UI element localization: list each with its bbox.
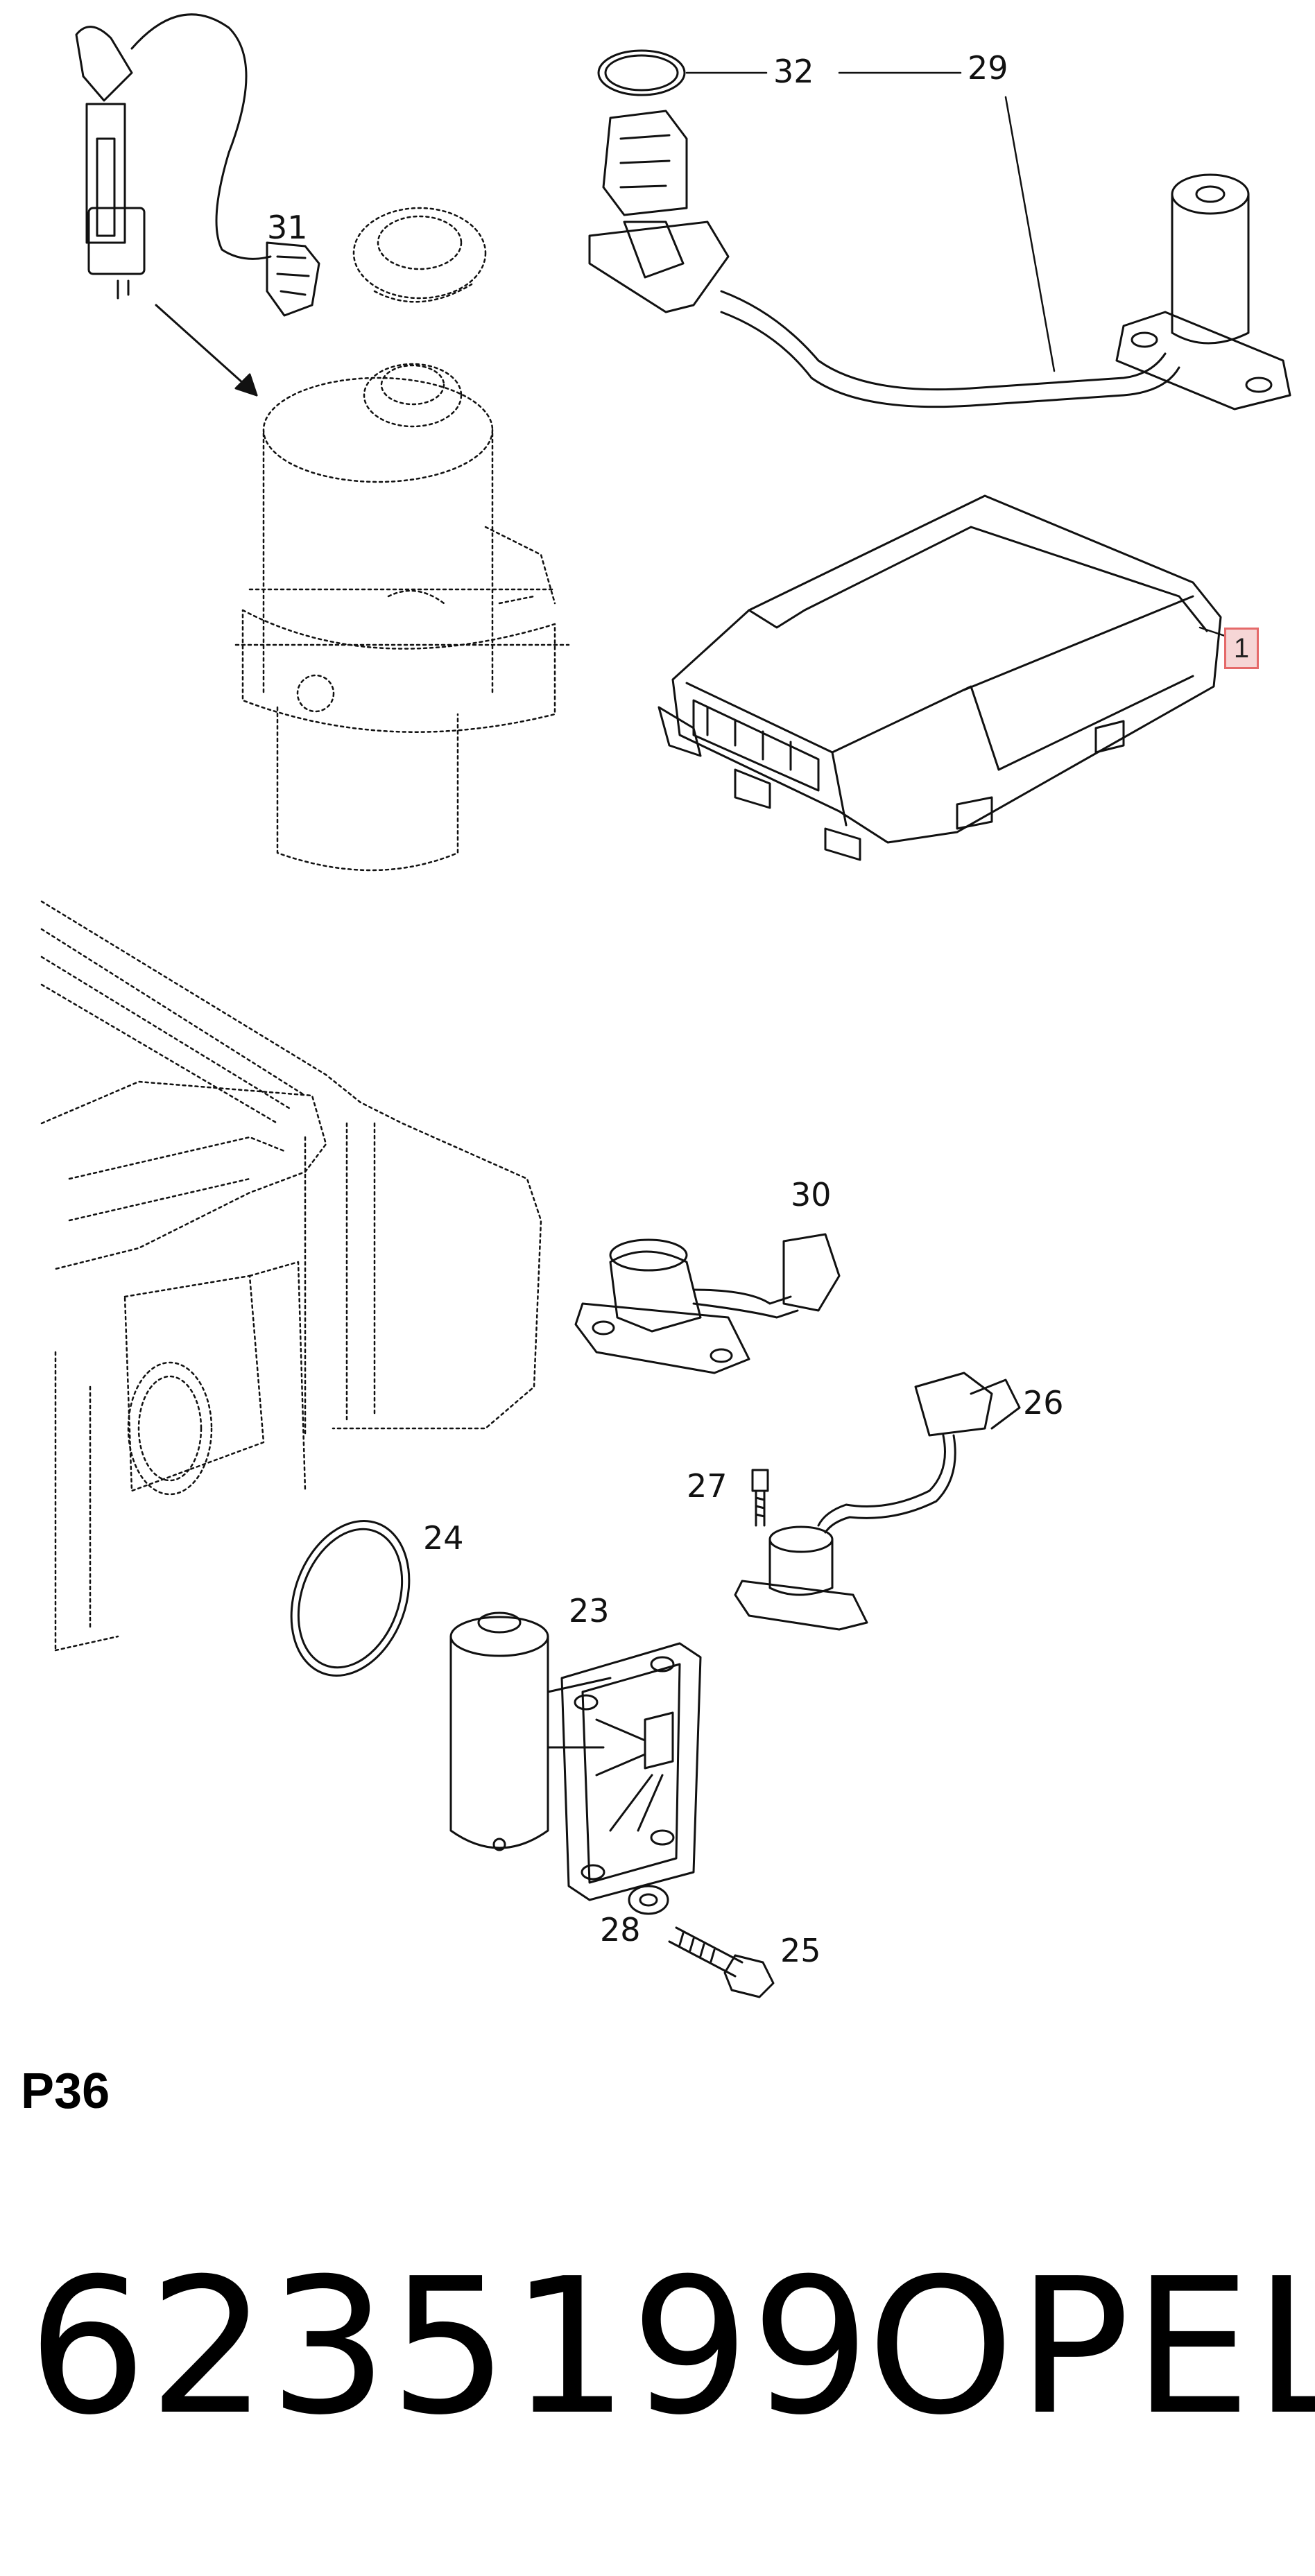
exploded-parts-diagram: [40, 13, 1291, 1998]
part-25-bolt: [668, 1926, 775, 1998]
part-number: 6235199: [28, 2238, 872, 2456]
part-30-solenoid: [574, 1233, 841, 1374]
leader-lines: [685, 71, 1243, 643]
part-32-o-ring: [597, 49, 686, 96]
assembly-arrow: [155, 304, 258, 397]
part-26-sensor: [734, 1372, 1021, 1631]
callout-25: 25: [780, 1932, 821, 1969]
part-1-control-module: [658, 494, 1222, 861]
part-28-washer: [628, 1885, 669, 1915]
callout-24: 24: [423, 1519, 464, 1557]
reference-tank-assembly: [234, 363, 570, 872]
part-27-screw: [751, 1469, 769, 1527]
callout-30: 30: [791, 1176, 832, 1213]
part-31-level-sensor: [75, 13, 320, 317]
callout-31: 31: [267, 209, 308, 246]
dotted-cap: [352, 207, 487, 303]
callout-32: 32: [773, 53, 814, 90]
page-code: P36: [21, 2064, 110, 2119]
callout-1-highlight: 1: [1224, 628, 1259, 669]
part-29-speed-sensor: [588, 110, 1291, 410]
part-23-pump-motor: [449, 1611, 702, 1901]
callout-27: 27: [687, 1467, 728, 1505]
callout-28: 28: [600, 1911, 641, 1948]
reference-transmission-housing: [40, 900, 542, 1652]
callout-23: 23: [569, 1592, 610, 1630]
part-24-o-ring: [290, 1520, 411, 1677]
callout-26: 26: [1023, 1384, 1064, 1421]
callout-29: 29: [968, 49, 1008, 87]
brand-name: OPEL: [867, 2238, 1315, 2456]
